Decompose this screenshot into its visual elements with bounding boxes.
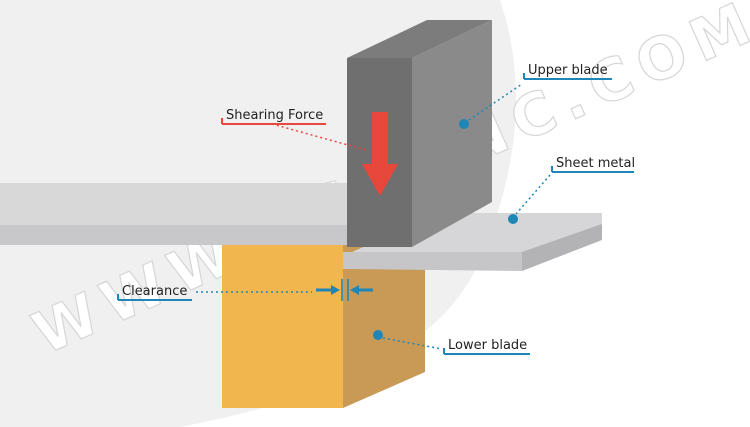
- background-swoosh: [180, 0, 750, 427]
- sheet-metal-right-front: [343, 252, 522, 271]
- sheet-metal-left-top: [0, 183, 348, 225]
- label-sheet-metal: Sheet metal: [556, 156, 635, 171]
- lower-blade: [222, 245, 425, 408]
- upper-blade-top: [347, 20, 492, 58]
- label-shearing-force: Shearing Force: [226, 108, 323, 123]
- callout-shearing-force: Shearing Force: [221, 108, 367, 151]
- sheet-metal-left-edge: [0, 225, 348, 245]
- arrow-down-icon: [362, 112, 398, 196]
- sheet-metal-left: [0, 183, 348, 245]
- sheet-metal-right-side: [522, 224, 602, 271]
- lower-blade-front: [222, 245, 343, 408]
- dot-marker-icon: [373, 330, 383, 340]
- upper-blade-side: [412, 20, 492, 247]
- label-clearance: Clearance: [122, 284, 187, 299]
- callout-clearance: Clearance: [117, 284, 312, 301]
- callout-upper-blade: Upper blade: [459, 63, 612, 129]
- dot-marker-icon: [459, 119, 469, 129]
- dot-marker-icon: [508, 214, 518, 224]
- upper-blade: [347, 20, 492, 247]
- callout-lower-blade: Lower blade: [373, 330, 530, 355]
- callout-sheet-metal: Sheet metal: [508, 156, 635, 224]
- arrows-inward-icon: [316, 279, 373, 301]
- label-lower-blade: Lower blade: [448, 338, 527, 353]
- lower-blade-side: [343, 245, 425, 408]
- label-upper-blade: Upper blade: [528, 63, 608, 78]
